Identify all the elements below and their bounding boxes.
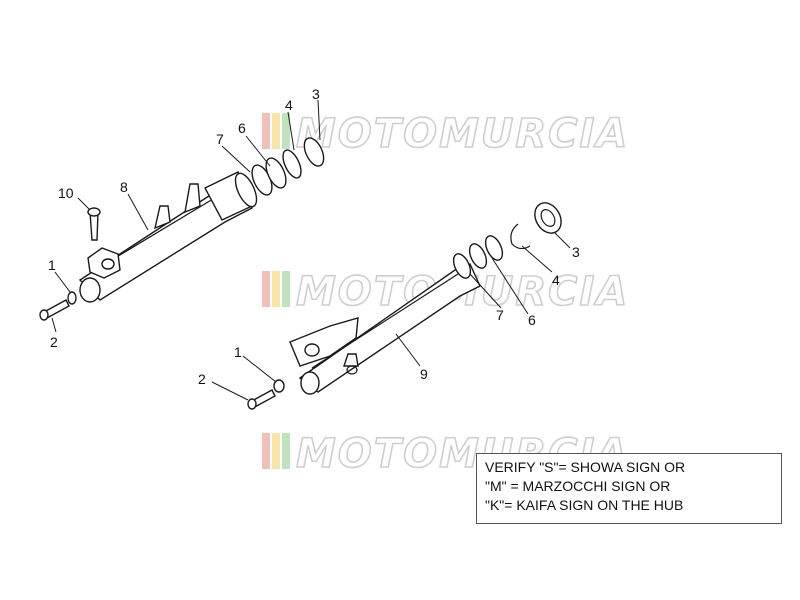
watermark-stripe-yellow: [272, 433, 280, 469]
upper-ring-6: [265, 157, 287, 189]
leader-line: [127, 193, 149, 231]
leader-line: [245, 135, 271, 167]
note-line-3: "K"= KAIFA SIGN ON THE HUB: [485, 497, 684, 513]
watermark-stripe-green: [282, 271, 290, 307]
upper-washer-1: [67, 291, 77, 305]
leader-line: [77, 197, 91, 211]
lower-seal-3-inner: [540, 209, 556, 227]
leader-lines: [51, 99, 571, 401]
callout-2: 2: [50, 334, 58, 350]
lower-washer-1: [273, 379, 285, 393]
watermark-stripe-green: [282, 433, 290, 469]
watermark-logo-text: MOTOMURCIA: [296, 111, 629, 157]
leader-line: [54, 271, 71, 293]
callout-8: 8: [120, 179, 128, 195]
callout-2: 2: [198, 371, 206, 387]
callout-6: 6: [528, 312, 536, 328]
upper-bolt-10-head: [87, 207, 101, 217]
callout-9: 9: [420, 366, 428, 382]
upper-screw-2-head: [39, 309, 49, 321]
callout-1: 1: [234, 344, 242, 360]
watermark-stripe-red: [262, 433, 270, 469]
watermark-top: MOTOMURCIA: [262, 110, 629, 158]
note-line-1: VERIFY "S"= SHOWA SIGN OR: [485, 459, 686, 475]
upper-mount-lug: [184, 183, 201, 214]
upper-collar-face: [234, 172, 258, 208]
watermark-stripe-red: [262, 271, 270, 307]
callout-4: 4: [285, 97, 293, 113]
leader-line: [51, 317, 57, 333]
callout-10: 10: [58, 185, 74, 201]
callout-6: 6: [238, 120, 246, 136]
callout-3: 3: [572, 244, 580, 260]
leader-line: [395, 333, 421, 367]
upper-mount-lug: [154, 205, 171, 230]
callout-7: 7: [216, 131, 224, 147]
upper-fork-end-cap: [79, 277, 101, 303]
lower-ring-6: [468, 243, 488, 269]
note-line-2: "M" = MARZOCCHI SIGN OR: [485, 478, 671, 494]
lower-fork-tube: [298, 263, 481, 393]
lower-screw-2-head: [247, 398, 257, 410]
leader-line: [242, 355, 277, 383]
lower-seal-3: [534, 202, 562, 234]
upper-axle-hole: [101, 258, 115, 270]
watermark-stripe-yellow: [272, 113, 280, 149]
leader-line: [317, 99, 321, 141]
callout-4: 4: [552, 272, 560, 288]
callout-3: 3: [312, 86, 320, 102]
leader-line: [469, 273, 502, 309]
leader-line: [491, 257, 529, 315]
callout-labels: 10 8 7 6 4 3 1 2 3 4 7 6 9 1 2: [48, 86, 580, 387]
leader-line: [521, 245, 553, 273]
lower-fork-assembly: [247, 202, 562, 410]
lower-ring-6b: [484, 235, 504, 261]
lower-ring-7: [452, 253, 472, 279]
lower-fork-end-cap: [300, 371, 320, 395]
lower-axle-hole: [304, 343, 320, 357]
leader-line: [287, 111, 295, 151]
watermark-stripe-green: [282, 113, 290, 149]
lower-mount-lug-hole: [346, 365, 358, 375]
upper-fork-assembly: [39, 137, 325, 321]
upper-ring-4: [282, 149, 302, 179]
note-box: VERIFY "S"= SHOWA SIGN OR "M" = MARZOCCH…: [476, 453, 782, 524]
watermark-stripe-red: [262, 113, 270, 149]
leader-line: [221, 145, 251, 173]
watermark-stripe-yellow: [272, 271, 280, 307]
leader-line: [211, 381, 249, 401]
upper-seal-3: [303, 137, 325, 167]
callout-7: 7: [496, 307, 504, 323]
lower-clip-4: [510, 223, 531, 250]
leader-line: [553, 231, 571, 249]
callout-1: 1: [48, 257, 56, 273]
